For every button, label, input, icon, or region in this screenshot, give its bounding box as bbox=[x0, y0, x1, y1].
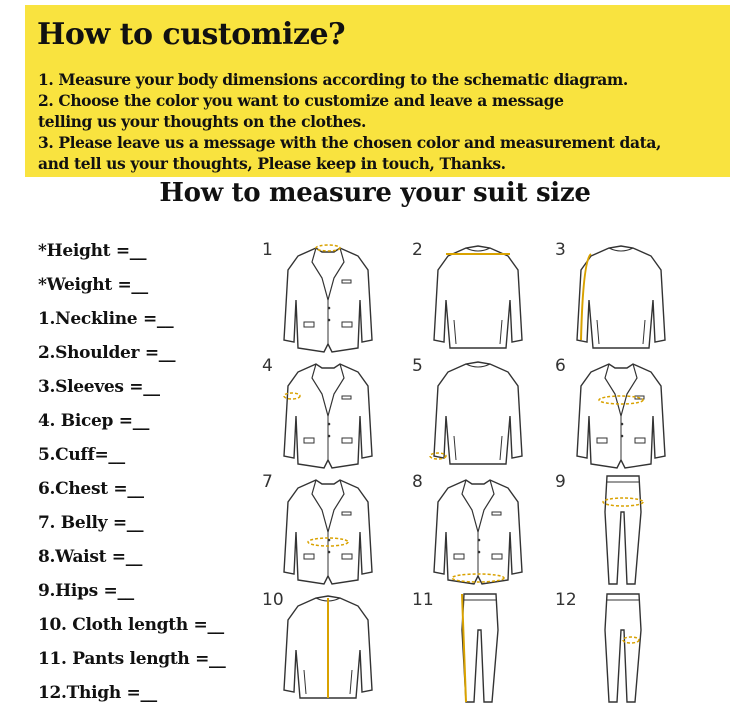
jacket-front-waist-illustration bbox=[433, 479, 523, 585]
jacket-front-chest-illustration bbox=[576, 363, 666, 469]
diagram-bicep: 4 bbox=[262, 356, 392, 474]
diagram-number: 5 bbox=[412, 356, 423, 376]
diagram-belly: 7 bbox=[262, 472, 392, 590]
jacket-front-neckline-illustration bbox=[283, 244, 373, 353]
pants-pants-length-illustration bbox=[461, 593, 499, 703]
instructions-banner: How to customize? 1. Measure your body d… bbox=[25, 5, 730, 177]
step-text: 3. Please leave us a message with the ch… bbox=[38, 133, 662, 152]
pants-hips-illustration bbox=[602, 475, 644, 585]
diagram-number: 12 bbox=[555, 590, 577, 610]
section-title: How to measure your suit size bbox=[159, 178, 591, 208]
measurement-field: *Height =__ bbox=[38, 241, 147, 261]
diagram-number: 6 bbox=[555, 356, 566, 376]
diagram-number: 3 bbox=[555, 240, 566, 260]
diagram-number: 8 bbox=[412, 472, 423, 492]
measurement-field: 12.Thigh =__ bbox=[38, 683, 157, 703]
jacket-back-sleeve-illustration bbox=[576, 245, 666, 349]
measurement-field: 10. Cloth length =__ bbox=[38, 615, 224, 635]
measurement-field: 8.Waist =__ bbox=[38, 547, 143, 567]
step-text: 2. Choose the color you want to customiz… bbox=[38, 91, 564, 110]
instruction-steps: 1. Measure your body dimensions accordin… bbox=[38, 69, 661, 174]
step-text: 1. Measure your body dimensions accordin… bbox=[38, 70, 628, 89]
measurement-field: 5.Cuff=__ bbox=[38, 445, 125, 465]
diagram-number: 1 bbox=[262, 240, 273, 260]
measurement-field: 6.Chest =__ bbox=[38, 479, 144, 499]
jacket-front-bicep-illustration bbox=[283, 363, 373, 469]
jacket-front-belly-illustration bbox=[283, 479, 373, 585]
diagram-sleeve: 3 bbox=[555, 240, 685, 358]
diagram-chest: 6 bbox=[555, 356, 685, 474]
diagram-number: 11 bbox=[412, 590, 434, 610]
diagram-number: 9 bbox=[555, 472, 566, 492]
step-text: and tell us your thoughts, Please keep i… bbox=[38, 154, 506, 173]
measurement-field: 9.Hips =__ bbox=[38, 581, 134, 601]
diagram-shoulder: 2 bbox=[412, 240, 542, 358]
diagram-hips: 9 bbox=[555, 472, 685, 590]
banner-title: How to customize? bbox=[37, 17, 346, 52]
measurement-field: 2.Shoulder =__ bbox=[38, 343, 176, 363]
measurement-field: 4. Bicep =__ bbox=[38, 411, 150, 431]
diagram-number: 4 bbox=[262, 356, 273, 376]
jacket-back-cuff-illustration bbox=[429, 361, 523, 465]
diagram-number: 10 bbox=[262, 590, 284, 610]
step-text: telling us your thoughts on the clothes. bbox=[38, 112, 366, 131]
measurement-list: *Height =__ *Weight =__ 1.Neckline =__ 2.S… bbox=[38, 237, 226, 713]
diagram-number: 7 bbox=[262, 472, 273, 492]
measurement-field: 11. Pants length =__ bbox=[38, 649, 226, 669]
measurement-field: 3.Sleeves =__ bbox=[38, 377, 160, 397]
diagram-neckline: 1 bbox=[262, 240, 392, 358]
measurement-field: 1.Neckline =__ bbox=[38, 309, 174, 329]
jacket-back-length-illustration bbox=[283, 595, 373, 699]
diagram-waist: 8 bbox=[412, 472, 542, 590]
pants-thigh-illustration bbox=[604, 593, 642, 703]
diagram-thigh: 12 bbox=[555, 590, 685, 708]
jacket-back-shoulder-illustration bbox=[433, 245, 523, 349]
diagram-length: 10 bbox=[262, 590, 392, 708]
diagram-number: 2 bbox=[412, 240, 423, 260]
measurement-field: 7. Belly =__ bbox=[38, 513, 144, 533]
diagram-cuff: 5 bbox=[412, 356, 542, 474]
measurement-field: *Weight =__ bbox=[38, 275, 148, 295]
diagram-pants-length: 11 bbox=[412, 590, 542, 708]
